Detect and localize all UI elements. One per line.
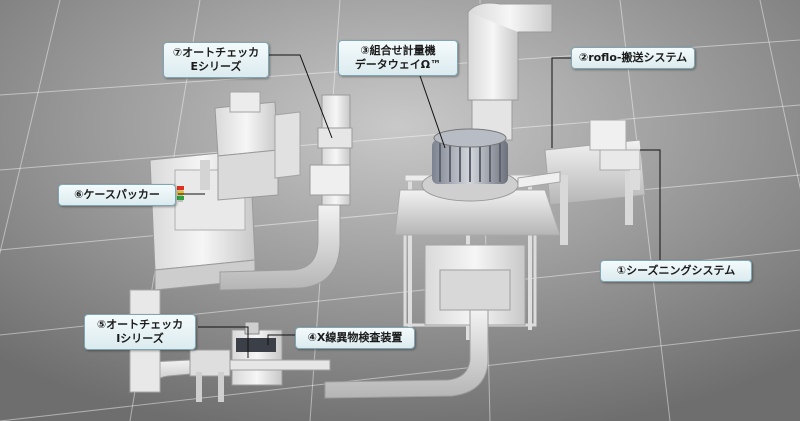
label-autochecker-i-line2: Iシリーズ <box>116 332 164 345</box>
leader-roflo-conveyor <box>551 57 572 148</box>
label-autochecker-e-line1: ⑦オートチェッカ <box>172 46 260 59</box>
leader-sealing-system <box>600 149 661 272</box>
label-combination-weigher: ③組合せ計量機 データウェイΩ™ <box>338 40 458 76</box>
transfer-conveyor <box>324 309 489 399</box>
bucket-elevator <box>467 2 553 141</box>
combination-weigher <box>394 128 561 340</box>
seasoning-system <box>544 119 646 245</box>
leader-xray-inspection <box>267 334 295 345</box>
label-roflo-conveyor: ②roflo-搬送システム <box>571 47 695 69</box>
label-autochecker-e-line2: Eシリーズ <box>190 60 242 73</box>
label-autochecker-i: ⑤オートチェッカ Iシリーズ <box>84 314 196 350</box>
label-autochecker-e: ⑦オートチェッカ Eシリーズ <box>163 42 269 78</box>
case-packer <box>149 149 256 291</box>
label-combination-weigher-line1: ③組合せ計量機 <box>360 44 436 57</box>
label-combination-weigher-line2: データウェイΩ™ <box>354 58 442 71</box>
label-roflo-conveyor-text: ②roflo-搬送システム <box>578 51 688 64</box>
middle-conveyor <box>219 94 353 291</box>
label-case-packer: ⑥ケースパッカー <box>58 184 176 206</box>
label-case-packer-text: ⑥ケースパッカー <box>74 188 160 201</box>
leader-autochecker-i <box>198 326 249 358</box>
xray-inspection-machine <box>189 321 331 386</box>
label-xray-inspection: ④X線異物検査装置 <box>295 327 415 349</box>
label-sealing-system-text: ①シーズニングシステム <box>616 264 736 277</box>
leader-combination-weigher <box>417 69 446 149</box>
label-xray-inspection-text: ④X線異物検査装置 <box>307 331 403 344</box>
autochecker-e <box>214 91 301 201</box>
label-autochecker-i-line1: ⑤オートチェッカ <box>96 318 184 331</box>
label-sealing-system: ①シーズニングシステム <box>600 260 752 282</box>
leader-autochecker-e <box>268 54 333 139</box>
roflo-conveyor <box>517 171 561 189</box>
autochecker-i <box>189 349 231 402</box>
